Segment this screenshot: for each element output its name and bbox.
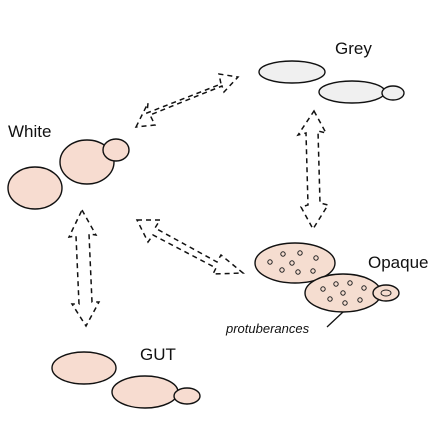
opaque-cells-group bbox=[254, 242, 400, 313]
grey-cell-single bbox=[258, 60, 326, 84]
arrow-grey-opaque bbox=[296, 109, 330, 231]
label-opaque: Opaque bbox=[368, 253, 429, 272]
opaque-cell-single bbox=[254, 242, 336, 284]
gut-cell-bud bbox=[173, 387, 201, 405]
protuberance-dots bbox=[267, 250, 367, 306]
gut-cell-single bbox=[51, 351, 117, 385]
white-cell-mother bbox=[59, 139, 115, 185]
gut-cell-mother bbox=[111, 375, 179, 409]
opaque-cell-mother bbox=[304, 273, 382, 313]
white-cells-group bbox=[7, 138, 130, 210]
white-cell-large bbox=[7, 166, 63, 210]
protuberances-pointer bbox=[326, 311, 344, 328]
label-white: White bbox=[8, 122, 51, 141]
grey-cells-group bbox=[258, 60, 405, 104]
label-protuberances: protuberances bbox=[225, 321, 310, 336]
grey-cell-bud bbox=[381, 85, 405, 101]
label-grey: Grey bbox=[335, 39, 372, 58]
gut-cells-group bbox=[51, 351, 201, 409]
white-cell-bud bbox=[102, 138, 130, 162]
opaque-cell-bud-inner bbox=[380, 289, 392, 297]
arrow-white-gut bbox=[67, 208, 101, 328]
label-gut: GUT bbox=[140, 345, 176, 364]
grey-cell-mother bbox=[318, 80, 386, 104]
arrow-white-grey bbox=[134, 73, 240, 128]
opaque-cell-bud bbox=[372, 284, 400, 302]
arrow-white-opaque bbox=[135, 219, 246, 275]
